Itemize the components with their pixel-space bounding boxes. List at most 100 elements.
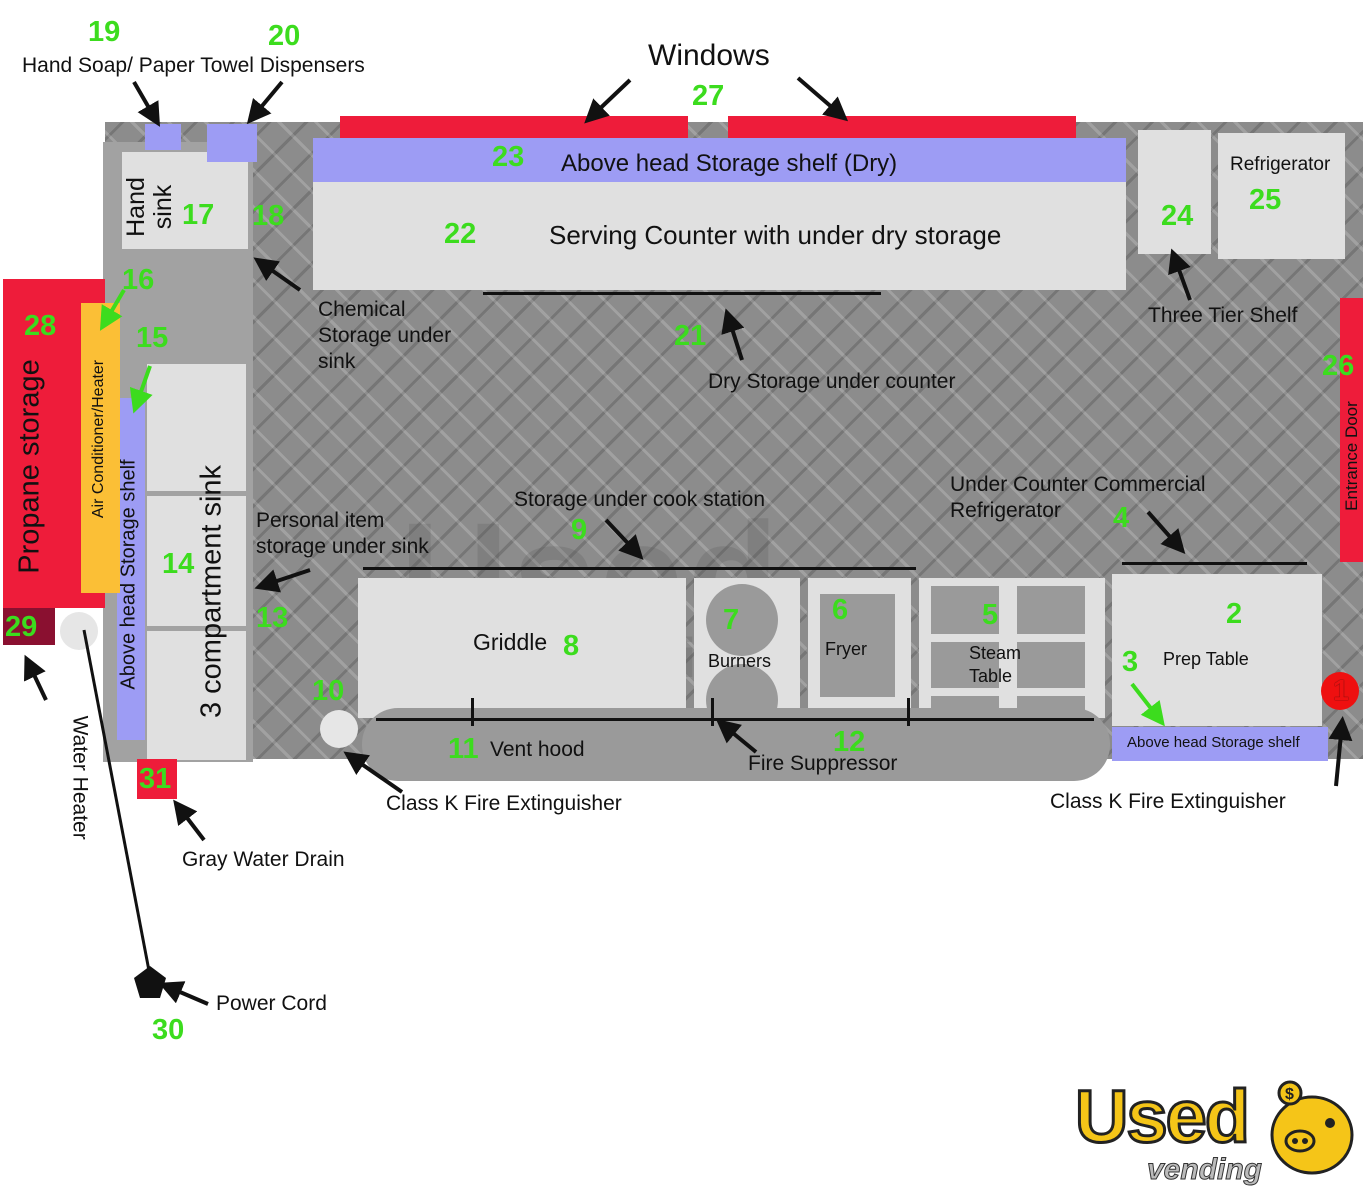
under-counter-ref-line1: Under Counter Commercial bbox=[950, 473, 1206, 496]
chemical-storage-label: Chemical Storage under sink bbox=[318, 297, 451, 375]
chemical-storage-line3: sink bbox=[318, 350, 356, 373]
three-compartment-sink bbox=[147, 364, 246, 760]
number-1: 1 bbox=[1333, 675, 1350, 707]
number-28: 28 bbox=[24, 310, 57, 342]
under-counter-ref-line bbox=[1122, 562, 1307, 565]
water-heater bbox=[3, 608, 55, 645]
above-head-shelf-left-label: Above head Storage shelf bbox=[117, 459, 140, 690]
above-head-shelf-dry-label: Above head Storage shelf (Dry) bbox=[561, 150, 898, 177]
water-heater-label: Water Heater bbox=[68, 715, 92, 840]
refrigerator-label: Refrigerator bbox=[1230, 154, 1331, 175]
steam-well-1 bbox=[931, 586, 999, 634]
number-7: 7 bbox=[723, 604, 740, 636]
arrow-windows-right bbox=[796, 76, 849, 122]
hand-sink-line1: Hand bbox=[122, 177, 150, 237]
propane-storage-label: Propane storage bbox=[13, 359, 46, 574]
sink-divider-2 bbox=[147, 626, 246, 631]
steam-well-2 bbox=[1017, 586, 1085, 634]
fire-suppressor-label: Fire Suppressor bbox=[748, 752, 898, 775]
sink-divider-1 bbox=[147, 491, 246, 496]
under-counter-ref-label: Under Counter Commercial Refrigerator bbox=[950, 472, 1206, 524]
arrow-windows-left bbox=[584, 78, 632, 124]
steam-table-line1: Steam bbox=[969, 643, 1022, 663]
personal-item-line2: storage under sink bbox=[256, 535, 429, 558]
paper-towel-dispenser bbox=[207, 124, 257, 162]
steam-well-6 bbox=[1017, 696, 1085, 710]
burners: Burners bbox=[694, 578, 800, 736]
fire-extinguisher-right bbox=[1321, 672, 1359, 710]
number-14: 14 bbox=[162, 548, 195, 580]
personal-item-line1: Personal item bbox=[256, 509, 385, 532]
fire-extinguisher-left bbox=[320, 710, 358, 748]
power-cord-label: Power Cord bbox=[216, 992, 327, 1015]
entrance-door[interactable] bbox=[1340, 298, 1363, 562]
number-25: 25 bbox=[1249, 184, 1282, 216]
arrow-gray-water bbox=[173, 799, 206, 842]
number-29: 29 bbox=[5, 611, 38, 643]
serving-counter-label: Serving Counter with under dry storage bbox=[549, 220, 1002, 250]
fryer-basin bbox=[820, 594, 895, 697]
number-21: 21 bbox=[674, 320, 707, 352]
number-20: 20 bbox=[268, 20, 301, 52]
class-k-right-label: Class K Fire Extinguisher bbox=[1050, 790, 1286, 813]
ac-heater-label: Air Conditioner/Heater bbox=[90, 359, 107, 519]
dry-storage-line bbox=[483, 292, 881, 295]
number-16: 16 bbox=[122, 264, 155, 296]
logo-word-vending: vending bbox=[1146, 1153, 1263, 1187]
steam-table-line2: Table bbox=[969, 666, 1013, 686]
window-right bbox=[728, 116, 1076, 138]
arrow-power-cord bbox=[158, 981, 209, 1006]
ac-heater bbox=[81, 303, 120, 593]
three-tier-shelf bbox=[1138, 130, 1211, 254]
entrance-door-label: Entrance Door bbox=[1342, 401, 1361, 511]
under-counter-ref-line2: Refrigerator bbox=[950, 499, 1061, 522]
number-11: 11 bbox=[448, 733, 479, 765]
griddle-label: Griddle bbox=[473, 629, 548, 655]
arrow-towel bbox=[246, 80, 284, 125]
number-6: 6 bbox=[832, 594, 849, 626]
hand-soap-label: Hand Soap/ Paper Towel Dispensers bbox=[22, 54, 365, 77]
suppressor-tick-1 bbox=[471, 698, 474, 726]
hand-sink-label: Hand sink bbox=[122, 167, 177, 247]
arrow-water-heater bbox=[24, 654, 48, 701]
above-head-shelf-right: Above head Storage shelf bbox=[1112, 727, 1328, 761]
steam-table: Steam Table bbox=[919, 578, 1105, 718]
fire-suppressor-line bbox=[376, 718, 1094, 721]
number-9: 9 bbox=[571, 514, 588, 546]
three-tier-label: Three Tier Shelf bbox=[1148, 304, 1298, 327]
steam-well-5 bbox=[931, 696, 999, 710]
class-k-left-label: Class K Fire Extinguisher bbox=[386, 792, 622, 815]
storage-cook-label: Storage under cook station bbox=[514, 488, 765, 511]
number-23: 23 bbox=[492, 141, 525, 173]
serving-counter: Serving Counter with under dry storage bbox=[313, 182, 1126, 290]
number-18: 18 bbox=[252, 200, 285, 232]
suppressor-tick-3 bbox=[907, 698, 910, 726]
prep-table: Prep Table bbox=[1112, 574, 1322, 726]
chemical-storage-line2: Storage under bbox=[318, 324, 452, 347]
number-24: 24 bbox=[1161, 200, 1194, 232]
griddle: Griddle bbox=[358, 578, 686, 718]
steam-table-label: Steam Table bbox=[969, 642, 1021, 688]
number-5: 5 bbox=[982, 599, 999, 631]
number-10: 10 bbox=[312, 675, 345, 707]
above-head-shelf-dry: Above head Storage shelf (Dry) bbox=[313, 138, 1126, 182]
prep-table-label: Prep Table bbox=[1163, 649, 1249, 669]
above-head-shelf-right-label: Above head Storage shelf bbox=[1127, 734, 1300, 751]
steam-well-4 bbox=[1017, 642, 1085, 688]
window-left bbox=[340, 116, 688, 138]
burners-label: Burners bbox=[708, 651, 772, 671]
number-4: 4 bbox=[1113, 502, 1130, 534]
windows-label: Windows bbox=[648, 39, 770, 72]
logo-word-used: Used bbox=[1074, 1075, 1252, 1158]
fryer: Fryer bbox=[808, 578, 911, 708]
gray-water-label: Gray Water Drain bbox=[182, 848, 345, 871]
number-12: 12 bbox=[833, 726, 866, 758]
number-8: 8 bbox=[563, 630, 580, 662]
used-vending-logo: Used vending $ bbox=[1074, 1075, 1360, 1195]
number-17: 17 bbox=[182, 199, 215, 231]
steam-well-3 bbox=[931, 642, 999, 688]
fryer-label: Fryer bbox=[825, 639, 867, 659]
dry-storage-counter-label: Dry Storage under counter bbox=[708, 370, 956, 393]
hand-sink-line2: sink bbox=[149, 184, 177, 230]
vent-hood-label: Vent hood bbox=[490, 738, 585, 761]
